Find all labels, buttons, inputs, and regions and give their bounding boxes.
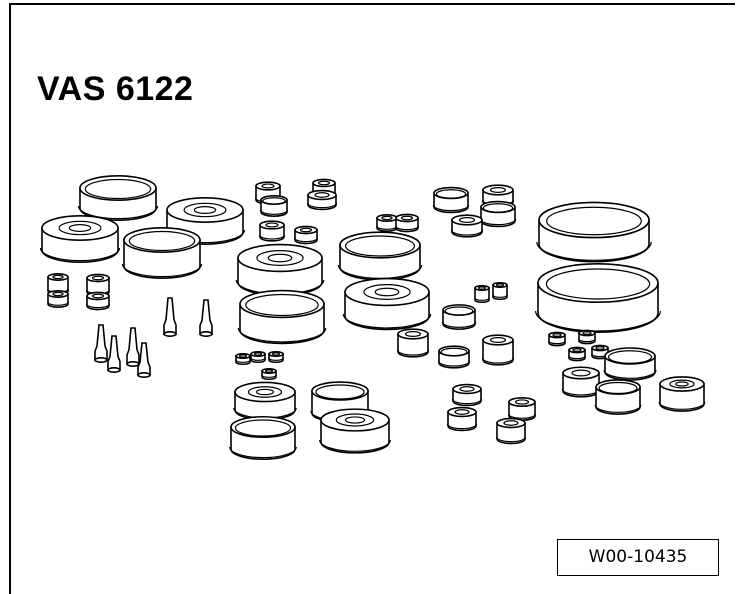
tool-part-drawing [261,367,277,381]
tool-part-drawing [451,383,483,407]
tool-part-drawing [47,272,69,295]
tool-part-drawing [507,397,537,421]
tool-part-drawing [578,329,596,345]
diagram-title: VAS 6122 [37,70,194,108]
tool-part-drawing [432,186,470,214]
tool-part-drawing [492,281,508,301]
tool-part-drawing [77,175,159,221]
tool-part-drawing [450,214,484,238]
tool-part-drawing [548,331,566,347]
tool-part-drawing [495,417,527,445]
tool-part-drawing [235,243,325,297]
tool-part-drawing [658,376,706,412]
tool-part-drawing [319,408,391,454]
tool-pin-drawing [94,324,108,363]
tool-part-drawing [394,213,420,233]
tool-part-drawing [376,214,398,232]
tool-part-drawing [250,350,266,364]
tool-part-drawing [337,231,423,281]
tool-part-drawing [293,225,319,245]
tool-part-drawing [561,366,601,398]
tool-part-drawing [235,352,251,366]
tool-part-drawing [535,262,661,333]
tool-part-drawing [47,289,69,308]
tool-part-drawing [594,379,642,415]
part-number-label: W00-10435 [557,539,719,576]
tool-part-drawing [229,415,297,461]
tool-pin-drawing [199,299,213,337]
tool-part-drawing [259,195,289,217]
tool-pin-drawing [163,297,177,337]
tool-part-drawing [396,328,430,358]
tool-part-drawing [603,347,657,381]
tool-part-drawing [237,289,327,345]
tool-part-drawing [268,350,284,364]
tool-part-drawing [441,304,477,330]
tool-part-drawing [306,189,338,211]
tool-part-drawing [536,201,652,263]
tool-part-drawing [568,346,586,362]
tool-part-drawing [437,345,471,369]
tool-part-drawing [474,284,490,304]
tool-part-drawing [85,291,111,311]
tool-part-drawing [446,406,478,432]
tool-pin-drawing [107,335,121,373]
tool-part-drawing [233,381,297,421]
tool-part-drawing [481,334,515,366]
tool-part-drawing [39,215,121,263]
tool-pin-drawing [126,327,140,367]
tool-pin-drawing [137,342,151,378]
tool-part-drawing [342,277,432,331]
tool-part-drawing [258,220,286,242]
tool-part-drawing [479,200,517,228]
tool-part-drawing [164,197,246,245]
tool-part-drawing [121,227,203,279]
diagram-frame [9,3,735,594]
